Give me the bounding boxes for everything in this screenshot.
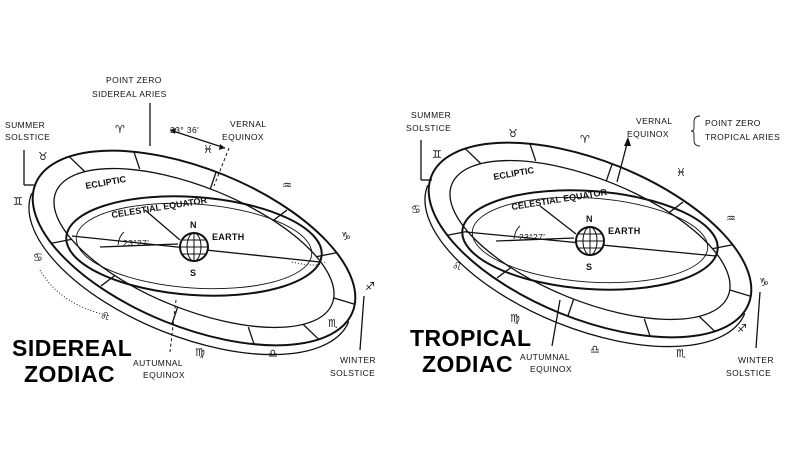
- sidereal-sagittarius-icon: ♐: [365, 280, 375, 293]
- tropical-tilt-angle: 23°27′: [519, 232, 545, 242]
- sidereal-winter-line2: SOLSTICE: [330, 368, 375, 378]
- sidereal-capricorn-icon: ♑: [341, 230, 351, 243]
- tropical-winter-line2: SOLSTICE: [726, 368, 771, 378]
- sidereal-pisces-icon: ♓: [203, 143, 213, 156]
- sidereal-vernal-line1: VERNAL: [230, 119, 266, 129]
- tropical-band-outer: [427, 141, 753, 339]
- tropical-sagittarius-icon: ♐: [737, 322, 747, 335]
- sidereal-scorpio-icon: ♏: [328, 317, 338, 330]
- sidereal-leo-icon: ♌: [100, 310, 110, 323]
- tropical-point-zero-line1: POINT ZERO: [705, 118, 761, 128]
- sidereal-libra-icon: ♎: [268, 347, 278, 360]
- tropical-capricorn-icon: ♑: [759, 276, 769, 289]
- tropical-title-line1: TROPICAL: [410, 325, 532, 351]
- sidereal-winter-line1: WINTER: [340, 355, 376, 365]
- sidereal-taurus-icon: ♉: [38, 150, 48, 163]
- tropical-band-inner: [449, 159, 731, 321]
- sidereal-south-label: S: [190, 268, 196, 278]
- sidereal-vernal-line2: EQUINOX: [222, 132, 264, 142]
- tropical-gemini-icon: ♊: [432, 148, 442, 161]
- tropical-pisces-icon: ♓: [676, 166, 686, 179]
- tropical-diagram: SUMMER SOLSTICE VERNAL EQUINOX POINT ZER…: [406, 110, 780, 378]
- sidereal-precession-angle: 23° 36′: [170, 125, 199, 135]
- sidereal-earth-globe: [179, 232, 209, 262]
- sidereal-summer-line1: SUMMER: [5, 120, 45, 130]
- tropical-scorpio-icon: ♏: [676, 347, 686, 360]
- tropical-ecliptic-label: ECLIPTIC: [493, 165, 536, 182]
- tropical-libra-icon: ♎: [590, 343, 600, 356]
- tropical-autumnal-line2: EQUINOX: [530, 364, 572, 374]
- tropical-north-label: N: [586, 214, 593, 224]
- sidereal-autumnal-line2: EQUINOX: [143, 370, 185, 380]
- tropical-virgo-icon: ♍: [510, 312, 520, 325]
- sidereal-tilt-angle: 23°27′: [123, 238, 149, 248]
- sidereal-ecliptic-label: ECLIPTIC: [85, 174, 128, 191]
- sidereal-diagram: POINT ZERO SIDEREAL ARIES SUMMER SOLSTIC…: [5, 75, 376, 387]
- tropical-autumnal-line1: AUTUMNAL: [520, 352, 570, 362]
- sidereal-point-zero-line2: SIDEREAL ARIES: [92, 89, 167, 99]
- tropical-aries-icon: ♈: [580, 133, 590, 146]
- sidereal-band-outer: [31, 149, 357, 347]
- sidereal-celestial-equator: [65, 195, 323, 297]
- tropical-earth-label: EARTH: [608, 226, 641, 236]
- sidereal-gemini-icon: ♊: [13, 195, 23, 208]
- sidereal-band-inner: [53, 167, 335, 329]
- sidereal-aries-icon: ♈: [115, 123, 125, 136]
- sidereal-virgo-icon: ♍: [195, 346, 205, 359]
- tropical-winter-line1: WINTER: [738, 355, 774, 365]
- tropical-summer-line1: SUMMER: [411, 110, 451, 120]
- tropical-taurus-icon: ♉: [508, 127, 518, 140]
- tropical-title-line2: ZODIAC: [422, 351, 513, 377]
- sidereal-point-zero-line1: POINT ZERO: [106, 75, 162, 85]
- sidereal-autumnal-line1: AUTUMNAL: [133, 358, 183, 368]
- tropical-summer-line2: SOLSTICE: [406, 123, 451, 133]
- tropical-south-label: S: [586, 262, 592, 272]
- tropical-point-zero-line2: TROPICAL ARIES: [705, 132, 780, 142]
- sidereal-summer-line2: SOLSTICE: [5, 132, 50, 142]
- sidereal-earth-label: EARTH: [212, 232, 245, 242]
- sidereal-aquarius-icon: ♒: [282, 179, 292, 192]
- sidereal-title-line2: ZODIAC: [24, 361, 115, 387]
- tropical-vernal-line2: EQUINOX: [627, 129, 669, 139]
- tropical-earth-globe: [575, 226, 605, 256]
- tropical-leo-icon: ♌: [452, 260, 462, 273]
- tropical-aquarius-icon: ♒: [726, 212, 736, 225]
- sidereal-band-edge: [28, 192, 350, 356]
- sidereal-title-line1: SIDEREAL: [12, 335, 132, 361]
- sidereal-celestial-equator-label: CELESTIAL EQUATOR: [111, 195, 208, 220]
- sidereal-north-label: N: [190, 220, 197, 230]
- sidereal-cancer-icon: ♋: [33, 251, 43, 264]
- tropical-cancer-icon: ♋: [411, 203, 421, 216]
- tropical-vernal-line1: VERNAL: [636, 116, 672, 126]
- tropical-celestial-equator: [461, 189, 719, 291]
